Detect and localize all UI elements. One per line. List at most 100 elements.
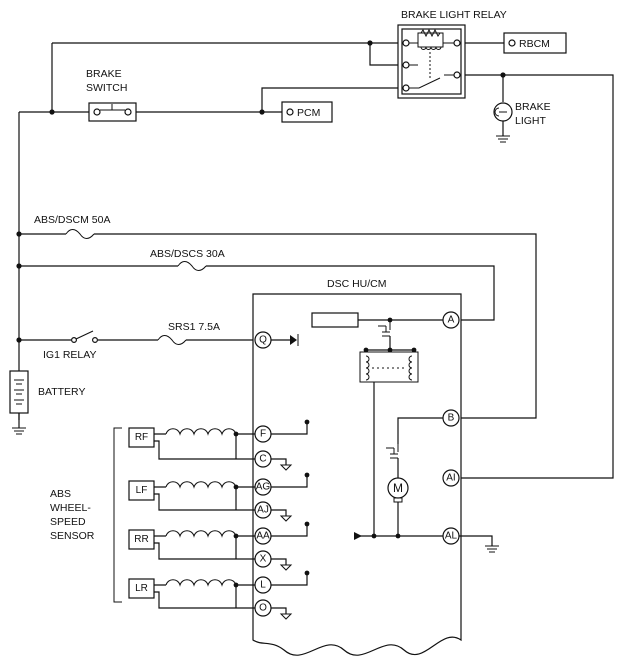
svg-text:AJ: AJ <box>257 505 269 516</box>
battery <box>9 370 29 414</box>
svg-text:A: A <box>448 315 455 326</box>
sensor-group-bracket <box>113 427 122 603</box>
b-internal-wire <box>397 417 443 444</box>
aj-internal-wire <box>271 509 287 516</box>
lr-wiring <box>154 584 255 609</box>
battery-label: BATTERY <box>38 386 85 398</box>
pin-aa: AA <box>254 527 272 545</box>
pin-a: A <box>442 311 460 329</box>
ground-icon <box>496 135 510 143</box>
sensor-group-label-3: SPEED <box>50 516 86 528</box>
pin-f: F <box>254 425 272 443</box>
ground-icon <box>12 427 26 435</box>
rbcm-box: RBCM <box>503 32 567 54</box>
svg-text:AA: AA <box>256 531 270 542</box>
lr-shield-coil <box>165 579 237 587</box>
junction-dot <box>16 337 22 343</box>
relay-title: BRAKE LIGHT RELAY <box>401 9 507 21</box>
sensor-group-label-2: WHEEL- <box>50 502 91 514</box>
svg-text:C: C <box>259 454 266 465</box>
junction-dot <box>411 347 417 353</box>
sensor-rr: RR <box>128 529 155 550</box>
dscm-feed-wire <box>19 233 537 419</box>
ground-icon <box>279 464 293 471</box>
solenoid-valve-icon <box>359 351 419 383</box>
junction-dot <box>16 263 22 269</box>
svg-text:B: B <box>448 413 455 424</box>
pin-ag: AG <box>254 478 272 496</box>
brake-switch-label-2: SWITCH <box>86 82 127 94</box>
internal-resistor <box>311 312 359 328</box>
brake-light-label-2: LIGHT <box>515 115 547 127</box>
ag-internal-wire <box>271 475 308 488</box>
brake-switch-label-1: BRAKE <box>86 68 122 80</box>
junction-dot <box>49 109 55 115</box>
pin-aj: AJ <box>254 501 272 519</box>
o-internal-wire <box>271 607 287 614</box>
pin-q: Q <box>254 331 272 349</box>
pin-b: B <box>442 409 460 427</box>
sensor-lr: LR <box>128 578 155 599</box>
svg-text:O: O <box>259 603 267 614</box>
svg-text:AL: AL <box>445 531 458 542</box>
aa-internal-wire <box>271 524 308 537</box>
arrow-icon <box>354 532 362 540</box>
motor-fet-icon <box>386 444 399 459</box>
junction-dot <box>16 231 22 237</box>
sensor-group-label-1: ABS <box>50 488 71 500</box>
c-internal-wire <box>271 458 287 465</box>
fuse-srs1 <box>157 335 187 345</box>
pin-o: O <box>254 599 272 617</box>
svg-text:RR: RR <box>134 534 148 545</box>
sensor-lf: LF <box>128 480 155 501</box>
fuse-dscm <box>65 229 95 239</box>
motor-label: M <box>393 481 403 495</box>
pcm-box: PCM <box>281 101 333 123</box>
rr-wiring <box>154 535 255 560</box>
ig1-relay-label: IG1 RELAY <box>43 349 97 361</box>
ground-icon <box>279 515 293 522</box>
brake-light-relay <box>397 24 466 99</box>
fet-icon <box>378 320 391 337</box>
dscs-feed-wire <box>19 265 495 321</box>
ground-icon <box>279 613 293 620</box>
motor-brush <box>393 497 403 503</box>
al-ground-wire <box>459 535 493 546</box>
ig1-relay-switch <box>70 330 98 344</box>
pin-c: C <box>254 450 272 468</box>
lf-wiring <box>154 486 255 511</box>
sensor-rf: RF <box>128 427 155 448</box>
svg-text:LF: LF <box>136 485 148 496</box>
svg-text:LR: LR <box>135 583 148 594</box>
brake-light-bulb <box>493 102 513 122</box>
fuse-dscs-label: ABS/DSCS 30A <box>150 248 225 260</box>
diode-icon <box>290 335 297 345</box>
brake-light-signal-wire <box>461 74 614 479</box>
svg-text:Q: Q <box>259 335 267 346</box>
dsc-hu-cm-module <box>252 293 462 656</box>
pin-x: X <box>254 550 272 568</box>
ground-icon <box>485 545 499 553</box>
rf-shield-coil <box>165 428 237 436</box>
svg-text:X: X <box>260 554 267 565</box>
relay-coil-jumper-wire <box>369 43 405 66</box>
pcm-label: PCM <box>297 107 320 119</box>
svg-text:AG: AG <box>256 482 271 493</box>
fuse-dscm-label: ABS/DSCM 50A <box>34 214 110 226</box>
lf-shield-coil <box>165 481 237 489</box>
junction-dot <box>304 472 310 478</box>
brake-light-label-1: BRAKE <box>515 101 551 113</box>
brake-switch <box>88 102 137 122</box>
junction-dot <box>304 419 310 425</box>
rf-wiring <box>154 433 255 460</box>
fuse-srs1-label: SRS1 7.5A <box>168 321 220 333</box>
rr-shield-coil <box>165 530 237 538</box>
svg-text:AI: AI <box>446 473 455 484</box>
junction-dot <box>304 570 310 576</box>
pin-ai: AI <box>442 469 460 487</box>
junction-dot <box>304 521 310 527</box>
svg-text:F: F <box>260 429 266 440</box>
sensor-group-label-4: SENSOR <box>50 530 95 542</box>
f-internal-wire <box>271 422 308 435</box>
